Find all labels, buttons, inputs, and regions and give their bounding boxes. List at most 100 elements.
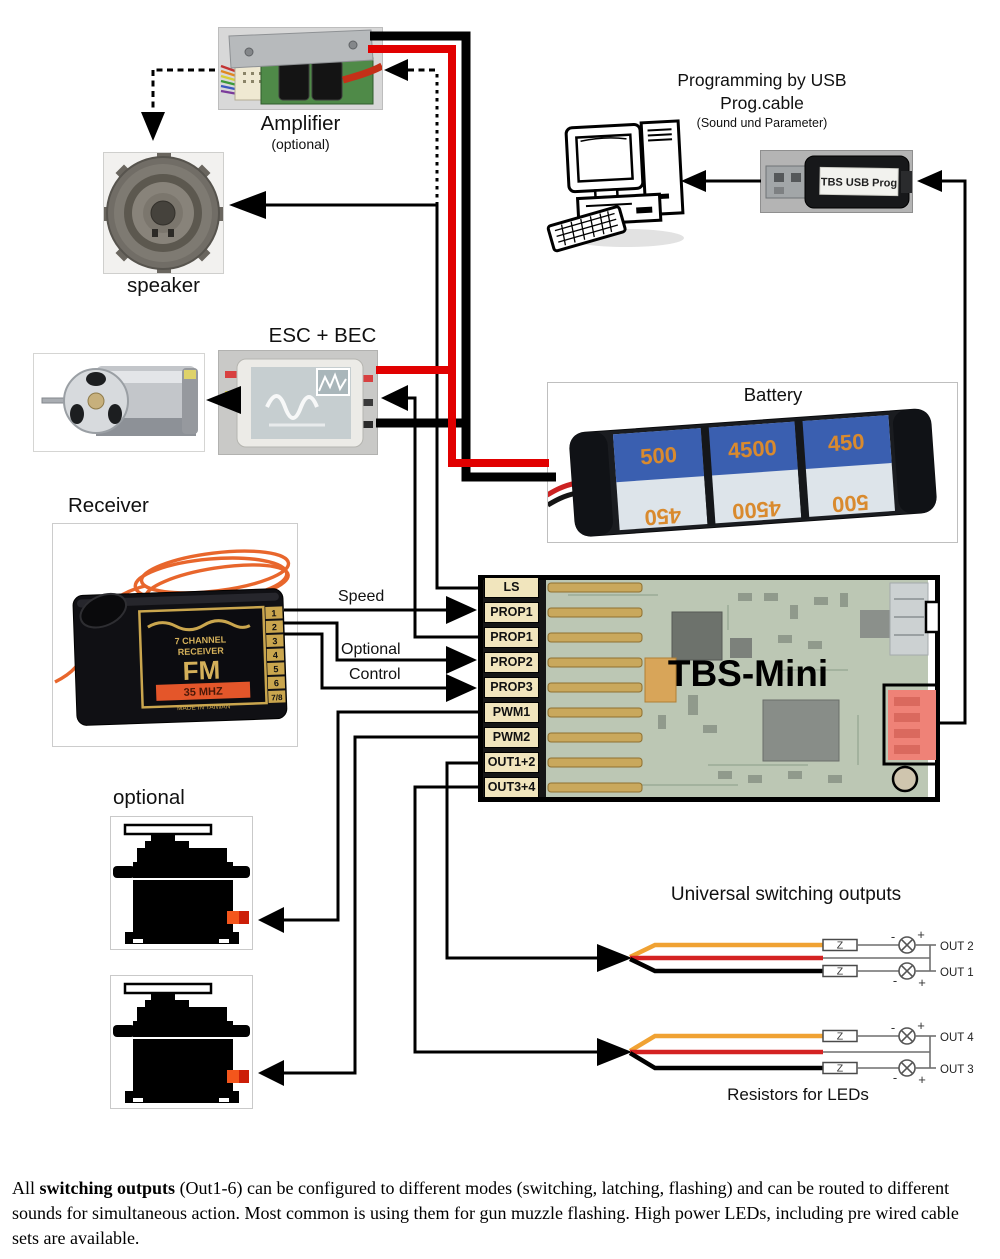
programming-title-line2: Prog.cable — [720, 93, 804, 113]
switch-group-2: Z Z - + - + OUT 4 OUT 3 — [628, 1018, 974, 1087]
out4-label: OUT 4 — [940, 1032, 974, 1044]
usb-plug — [765, 165, 813, 199]
capacitor — [311, 59, 343, 101]
mcu-chip — [762, 699, 840, 762]
servo-notch — [133, 1098, 143, 1102]
servo-lower-body — [133, 880, 233, 932]
motor-tab — [184, 370, 196, 379]
channel-number: 3 — [272, 636, 277, 646]
board-illustration: TBS-Mini — [478, 575, 940, 802]
esc-photo — [218, 350, 378, 455]
power-wire-black — [370, 31, 556, 482]
resistor-zbox — [822, 1061, 858, 1075]
servo-horn-stem — [151, 834, 175, 841]
servo-ear — [229, 866, 250, 878]
computer-clipart — [546, 108, 696, 256]
black-wire — [628, 1051, 823, 1071]
servo-ear — [113, 1025, 135, 1037]
servo1-photo — [110, 816, 253, 950]
port-prop2: PROP2 — [484, 652, 539, 673]
programming-title-line3: (Sound und Parameter) — [696, 116, 828, 130]
speed-wire-label: Speed — [338, 588, 385, 605]
speaker-photo — [103, 152, 224, 274]
battery-label: Battery — [743, 384, 803, 405]
channel-number: 4 — [273, 650, 278, 660]
channel-number: 5 — [273, 664, 278, 674]
servo-illustration — [113, 982, 250, 1103]
brand-logo — [147, 619, 251, 632]
resistor-zbox — [822, 1029, 858, 1043]
resistor-z: Z — [837, 966, 844, 978]
receiver-origin: MADE IN TAIWAN — [177, 703, 231, 712]
resistor-z: Z — [837, 940, 844, 952]
port-ls: LS — [484, 577, 539, 598]
polarity-plus: + — [918, 975, 926, 990]
motor-vent — [70, 404, 84, 424]
usb-cable-stub — [901, 171, 912, 193]
servo-connector-tip — [239, 1070, 249, 1083]
pcb-components — [658, 593, 848, 783]
crystal-knob — [79, 592, 128, 629]
usb-plug-hole — [774, 173, 784, 182]
port-out34: OUT3+4 — [484, 777, 539, 798]
receiver-label: Receiver — [68, 494, 149, 517]
port-prop1-b: PROP1 — [484, 627, 539, 648]
servo2-photo — [110, 975, 253, 1109]
battery-numbers: 500 4500 450 450 4500 500 — [639, 429, 869, 530]
pad-circle — [891, 765, 919, 793]
channel-number: 2 — [272, 622, 277, 632]
led-lamp-icon — [898, 936, 916, 954]
battery-number: 500 — [831, 490, 869, 518]
receiver-frequency: 35 MHZ — [183, 686, 223, 699]
battery-illustration: 500 4500 450 450 4500 500 — [548, 408, 937, 537]
led-lamp-icon — [898, 962, 916, 980]
out2-label: OUT 2 — [940, 941, 974, 953]
servo-horn — [123, 982, 213, 995]
screw-icon — [244, 47, 254, 57]
servo-horn — [123, 823, 213, 836]
servos-optional-label: optional — [113, 786, 185, 809]
polarity-minus: - — [891, 929, 895, 944]
usb-plug-hole — [791, 173, 801, 182]
chip — [671, 611, 723, 661]
board-title: TBS-Mini — [668, 653, 828, 694]
pcb-traces — [568, 594, 859, 786]
battery-end-cap — [892, 409, 937, 514]
motor-hub — [87, 392, 105, 410]
board-pins — [547, 582, 643, 793]
motor-illustration — [41, 366, 198, 436]
led-lamp-icon — [898, 1027, 916, 1045]
port-prop3: PROP3 — [484, 677, 539, 698]
resistor-z: Z — [837, 1063, 844, 1075]
battery-number: 450 — [827, 429, 865, 457]
servo-top-cap — [137, 1007, 227, 1021]
battery-number: 450 — [644, 503, 682, 531]
channel-column: 1 2 3 4 5 6 7/8 — [265, 606, 286, 703]
port-pwm1: PWM1 — [484, 702, 539, 723]
usb-plug-hole — [774, 187, 784, 194]
receiver-brand-line1: 7 CHANNEL — [174, 634, 226, 646]
program-port-bracket — [924, 600, 940, 634]
motor-vent — [108, 404, 122, 424]
battery-number: 4500 — [731, 496, 782, 524]
polarity-minus: - — [893, 973, 897, 988]
speaker-terminal — [152, 229, 158, 237]
frequency-badge — [155, 681, 251, 701]
red-connector-bracket — [882, 683, 940, 766]
red-connector-ridges — [894, 697, 920, 754]
receiver-brand-line2: RECEIVER — [178, 645, 225, 657]
motor-photo — [33, 353, 205, 452]
servo-flange — [125, 1091, 239, 1103]
servo-notch — [219, 939, 229, 943]
program-connector-ridges — [894, 598, 924, 636]
resistor-zbox — [822, 938, 858, 952]
channel-number: 1 — [271, 608, 276, 618]
channel-number: 7/8 — [271, 693, 283, 702]
servo-lower-body — [133, 1039, 233, 1091]
battery-number: 4500 — [727, 435, 778, 463]
esc-wire-stub — [225, 371, 239, 378]
usb-stick-photo: TBS USB Prog — [760, 150, 913, 213]
receiver-illustration: 7 CHANNEL RECEIVER FM 35 MHZ MADE IN TAI… — [54, 549, 291, 726]
usb-stick-illustration: TBS USB Prog — [765, 155, 912, 209]
tbs-mini-board: TBS-Mini LS PROP1 PROP1 PROP2 PROP3 PWM1… — [478, 575, 940, 802]
